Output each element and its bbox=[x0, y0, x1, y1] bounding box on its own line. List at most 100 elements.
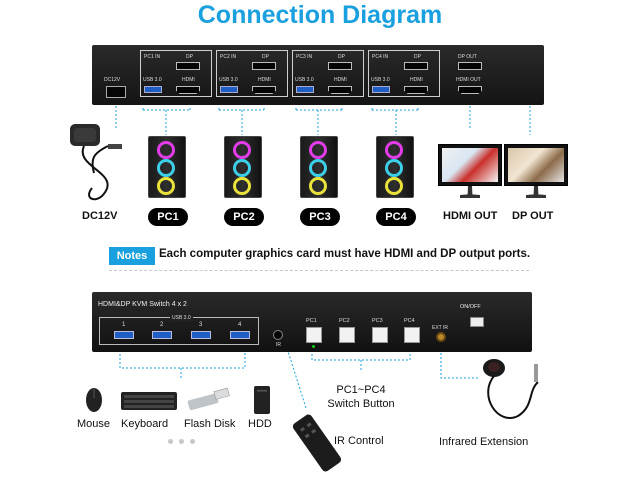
dc12v-label: DC12V bbox=[82, 210, 118, 222]
keyboard-icon bbox=[121, 392, 177, 410]
fan-icon bbox=[157, 141, 175, 159]
switch-button-pc1[interactable] bbox=[306, 327, 322, 343]
pc4-line bbox=[371, 106, 419, 135]
front-panel-label: HDMI&DP KVM Switch 4 x 2 bbox=[98, 301, 187, 308]
dp-out-port-label: DP OUT bbox=[458, 54, 477, 60]
flash-disk-label: Flash Disk bbox=[184, 418, 236, 430]
dp-out-port bbox=[458, 62, 482, 70]
pc3-in-label: PC3 IN bbox=[296, 54, 313, 60]
diagram-title: Connection Diagram bbox=[197, 1, 443, 29]
fan-icon bbox=[309, 177, 327, 195]
hdmi-out-label: HDMI OUT bbox=[443, 210, 498, 222]
usb-peripheral-line bbox=[119, 350, 246, 378]
pc1-dp-label: DP bbox=[186, 54, 193, 60]
pc1-in-label: PC1 IN bbox=[144, 54, 161, 60]
pc4-tag: PC4 bbox=[376, 208, 416, 226]
ir-remote-icon bbox=[292, 414, 342, 472]
usb-number-3: 3 bbox=[199, 322, 203, 328]
keyboard-label: Keyboard bbox=[121, 418, 169, 430]
switch-button-pc3[interactable] bbox=[372, 327, 388, 343]
switch-button-pc2[interactable] bbox=[339, 327, 355, 343]
pc2-input-group bbox=[216, 50, 288, 97]
fan-icon bbox=[309, 141, 327, 159]
pc4-dp-port bbox=[404, 62, 428, 70]
ext-ir-line bbox=[440, 345, 480, 379]
switch-button-line bbox=[311, 350, 411, 372]
pc2-hdmi-port bbox=[252, 86, 276, 94]
mouse-icon bbox=[86, 388, 102, 412]
more-dot bbox=[168, 439, 173, 444]
pc2-in-label: PC2 IN bbox=[220, 54, 237, 60]
infrared-extension-icon bbox=[483, 359, 539, 419]
fan-icon bbox=[157, 159, 175, 177]
infrared-extension-label: Infrared Extension bbox=[439, 436, 529, 448]
pc2-line bbox=[218, 106, 265, 135]
usb-number-2: 2 bbox=[160, 322, 164, 328]
switch-button-caption-line1: PC1~PC4 bbox=[336, 384, 386, 396]
pc3-tower-icon bbox=[300, 136, 338, 198]
ir-remote-line bbox=[285, 344, 307, 409]
ext-ir-port-label: EXT IR bbox=[432, 325, 449, 331]
dc-port-label: DC12V bbox=[104, 77, 121, 83]
fan-icon bbox=[233, 177, 251, 195]
pc3-usb-label: USB 3.0 bbox=[295, 77, 314, 83]
pc4-usb-label: USB 3.0 bbox=[371, 77, 390, 83]
dc-power-port bbox=[106, 86, 126, 98]
pc1-usb-label: USB 3.0 bbox=[143, 77, 162, 83]
front-usb-port-4 bbox=[230, 331, 250, 339]
fan-icon bbox=[385, 141, 403, 159]
more-dot bbox=[190, 439, 195, 444]
fan-icon bbox=[233, 141, 251, 159]
front-usb-port-3 bbox=[191, 331, 211, 339]
front-usb-port-2 bbox=[152, 331, 172, 339]
pc4-in-label: PC4 IN bbox=[372, 54, 389, 60]
power-switch[interactable] bbox=[470, 317, 484, 327]
fan-icon bbox=[157, 177, 175, 195]
pc4-input-group bbox=[368, 50, 440, 97]
pc1-hdmi-label: HDMI bbox=[182, 77, 195, 83]
pc2-tower-icon bbox=[224, 136, 262, 198]
hdmi-monitor-icon bbox=[438, 144, 502, 186]
pc4-hdmi-port bbox=[404, 86, 428, 94]
fan-icon bbox=[309, 159, 327, 177]
dp-out-label: DP OUT bbox=[512, 210, 554, 222]
usb-number-4: 4 bbox=[238, 322, 242, 328]
pc2-usb-port bbox=[220, 86, 238, 93]
front-usb-port-1 bbox=[114, 331, 134, 339]
divider bbox=[109, 270, 529, 271]
hdd-icon bbox=[254, 386, 270, 414]
switch-button-pc4[interactable] bbox=[404, 327, 420, 343]
more-dot bbox=[179, 439, 184, 444]
pc1-usb-port bbox=[144, 86, 162, 93]
pc2-tag: PC2 bbox=[224, 208, 264, 226]
pc4-dp-label: DP bbox=[414, 54, 421, 60]
pc2-usb-label: USB 3.0 bbox=[219, 77, 238, 83]
notes-text: Each computer graphics card must have HD… bbox=[159, 248, 531, 260]
pc4-tower-icon bbox=[376, 136, 414, 198]
pc2-dp-port bbox=[252, 62, 276, 70]
hdd-label: HDD bbox=[248, 418, 272, 430]
pc1-tag: PC1 bbox=[148, 208, 188, 226]
fan-icon bbox=[385, 177, 403, 195]
rear-panel bbox=[92, 45, 544, 105]
ext-ir-jack bbox=[436, 332, 446, 342]
switch-label-pc4: PC4 bbox=[404, 318, 415, 324]
switch-label-pc2: PC2 bbox=[339, 318, 350, 324]
pc1-hdmi-port bbox=[176, 86, 200, 94]
pc1-dp-port bbox=[176, 62, 200, 70]
fan-icon bbox=[233, 159, 251, 177]
pc1-tower-icon bbox=[148, 136, 186, 198]
pc3-hdmi-port bbox=[328, 86, 352, 94]
fan-icon bbox=[385, 159, 403, 177]
mouse-label: Mouse bbox=[77, 418, 111, 430]
dp-monitor-icon bbox=[504, 144, 568, 186]
pc3-tag: PC3 bbox=[300, 208, 340, 226]
pc3-input-group bbox=[292, 50, 364, 97]
front-usb-label: USB 3.0 bbox=[170, 315, 193, 321]
pc2-dp-label: DP bbox=[262, 54, 269, 60]
pc3-dp-port bbox=[328, 62, 352, 70]
switch-label-pc1: PC1 bbox=[306, 318, 317, 324]
hdmi-out-port bbox=[458, 86, 482, 94]
pc4-hdmi-label: HDMI bbox=[410, 77, 423, 83]
